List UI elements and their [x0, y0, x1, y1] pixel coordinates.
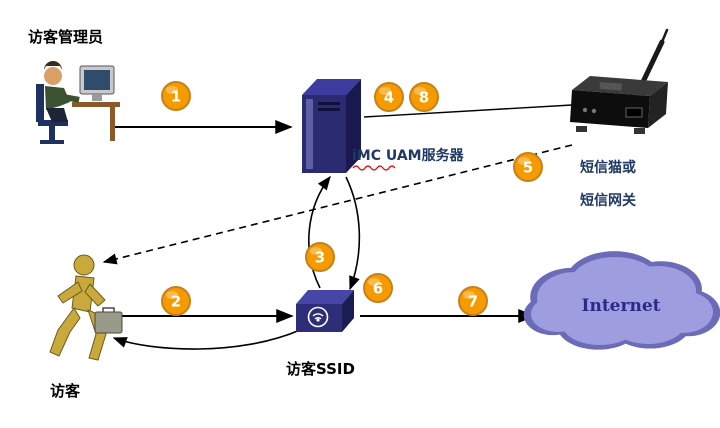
admin-at-computer-icon — [36, 61, 120, 144]
access-point-icon — [296, 290, 354, 332]
curve-ap-to-visitor — [112, 329, 301, 350]
server-icon — [302, 79, 361, 173]
step-badge-7: 7 — [458, 286, 488, 316]
svg-text:5: 5 — [523, 159, 533, 177]
dashed-arrow-sms-to-visitor — [102, 144, 573, 265]
step-badge-4: 4 — [374, 82, 404, 112]
server-label: iMC UAM服务器 — [352, 147, 465, 164]
line-server-to-sms — [363, 104, 573, 118]
ap-ssid-label: 访客SSID — [286, 360, 355, 378]
step-badge-8: 8 — [409, 82, 439, 112]
visitor-label: 访客 — [50, 382, 81, 400]
svg-text:4: 4 — [384, 89, 394, 107]
sms-label-line2: 短信网关 — [580, 192, 636, 209]
step-badge-5: 5 — [513, 152, 543, 182]
step-badge-2: 2 — [161, 286, 191, 316]
sms-label-line1: 短信猫或 — [580, 159, 636, 176]
svg-text:1: 1 — [171, 88, 181, 106]
curve-ap-to-server — [308, 175, 331, 289]
internet-cloud: Internet — [523, 251, 720, 350]
admin-label: 访客管理员 — [28, 28, 103, 46]
svg-text:3: 3 — [315, 249, 325, 267]
svg-text:7: 7 — [468, 293, 478, 311]
visitor-icon — [49, 254, 123, 361]
step-badge-3: 3 — [305, 242, 335, 272]
squiggle-underline — [352, 165, 396, 171]
step-badge-1: 1 — [161, 81, 191, 111]
curve-server-to-ap — [345, 176, 361, 291]
svg-text:8: 8 — [419, 89, 429, 107]
svg-text:2: 2 — [171, 293, 181, 311]
internet-label: Internet — [582, 296, 661, 316]
sms-modem-icon — [570, 28, 669, 134]
step-badge-6: 6 — [363, 273, 393, 303]
svg-text:6: 6 — [373, 280, 383, 298]
